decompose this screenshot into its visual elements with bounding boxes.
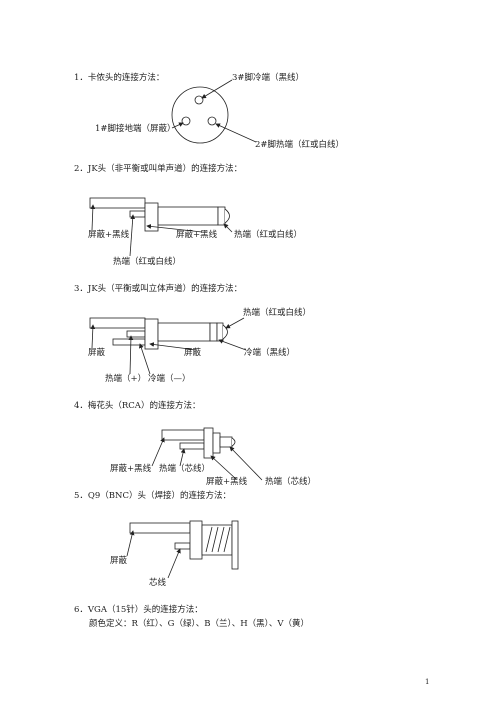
bnc-connector-drawing (126, 520, 239, 579)
bnc-label-a: 屏蔽 (110, 556, 128, 566)
section-1-heading: 1．卡侬头的连接方法： (74, 73, 165, 83)
jk-stereo-connector-drawing (89, 317, 247, 375)
vga-color-definition: 颜色定义：R（红）、G（绿）、B（兰）、H（黑）、V（黄） (89, 619, 309, 629)
jk-mono-label-c: 热端（红或白线） (234, 230, 303, 240)
page-number: 1 (425, 678, 430, 686)
xlr-pin3-label: 3#脚冷端（黑线） (232, 73, 305, 83)
xlr-pin1-label: 1#脚接地端（屏蔽） (95, 124, 176, 134)
rca-label-b: 热端（芯线） (159, 464, 211, 474)
rca-label-d: 热端（芯线） (265, 477, 317, 487)
section-5-heading: 5．Q9（BNC）头（焊接）的连接方法： (74, 491, 231, 501)
section-4-heading: 4．梅花头（RCA）的连接方法： (74, 401, 201, 411)
section-6-heading: 6．VGA（15针）头的连接方法： (74, 605, 203, 615)
jk-stereo-label-d: 热端（+） (105, 374, 147, 384)
rca-label-a: 屏蔽+黑线 (110, 464, 152, 474)
jk-mono-connector-drawing (89, 197, 233, 257)
jk-stereo-label-top: 热端（红或白线） (243, 308, 312, 318)
bnc-label-b: 芯线 (149, 578, 167, 588)
jk-stereo-label-b: 屏蔽 (184, 348, 202, 358)
section-3-heading: 3．JK头（平衡或叫立体声道）的连接方法： (74, 284, 243, 294)
rca-connector-drawing (151, 427, 263, 481)
jk-stereo-label-c: 冷端（黑线） (244, 348, 296, 358)
xlr-pin2-label: 2#脚热端（红或白线） (255, 140, 345, 150)
jk-stereo-label-e: 冷端（—） (148, 374, 191, 384)
jk-stereo-label-a: 屏蔽 (88, 348, 106, 358)
section-2-heading: 2．JK头（非平衡或叫单声道）的连接方法： (74, 164, 243, 174)
jk-mono-label-a: 屏蔽+黑线 (88, 230, 130, 240)
xlr-connector-drawing (171, 79, 257, 144)
jk-mono-label-d: 热端（红或白线） (113, 257, 182, 267)
jk-mono-label-b: 屏蔽+黑线 (176, 230, 218, 240)
rca-label-c: 屏蔽+黑线 (206, 477, 248, 487)
